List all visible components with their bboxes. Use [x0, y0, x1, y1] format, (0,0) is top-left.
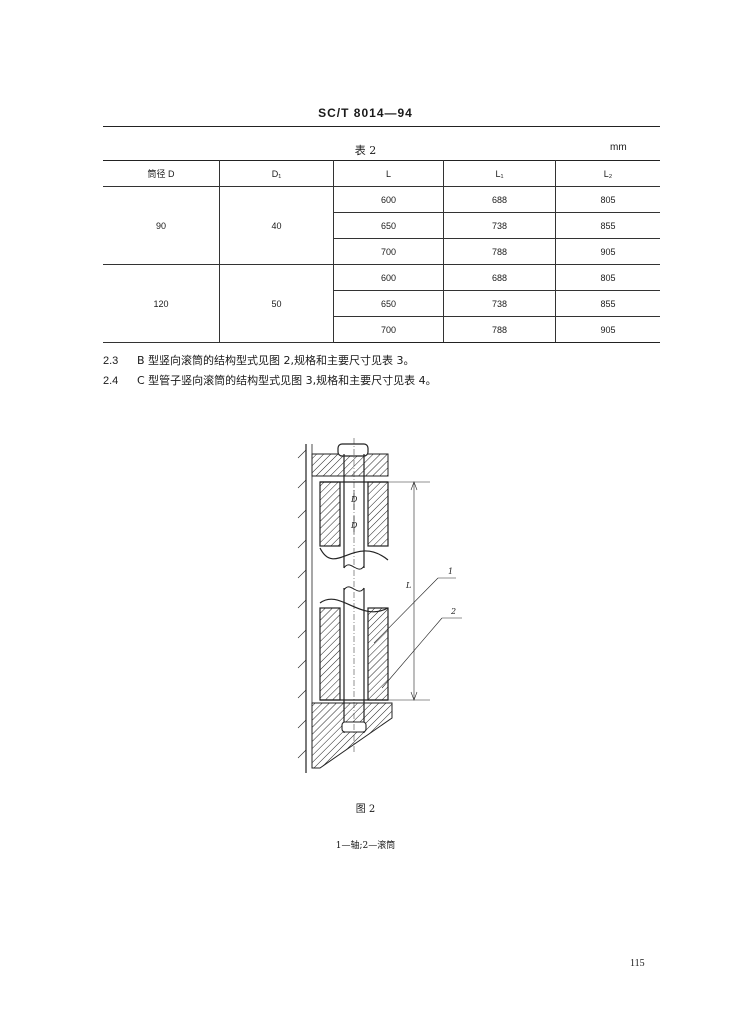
dim-label-length: L: [405, 581, 411, 590]
dimension-table: 筒径 D D₁ L L₁ L₂ 90 40 600 688 805 650 73…: [103, 160, 660, 343]
header-rule: [103, 126, 660, 127]
table-row: 90 40 600 688 805: [103, 186, 660, 265]
cell-l2: 905: [555, 316, 660, 343]
cell-d1: 50: [219, 264, 334, 343]
cell-l: 600: [333, 186, 444, 213]
bottom-bracket: [311, 702, 393, 769]
clause-text: B 型竖向滚筒的结构型式见图 2,规格和主要尺寸见表 3。: [137, 354, 415, 367]
wall: [297, 444, 313, 773]
cell-d: 120: [103, 264, 220, 343]
table-header-row: 筒径 D D₁ L L₁ L₂: [103, 160, 660, 187]
cell-l: 600: [333, 264, 444, 291]
cell-l2: 905: [555, 238, 660, 265]
clause-number: 2.4: [103, 375, 119, 387]
cell-l1: 688: [443, 186, 556, 213]
clause-text: C 型管子竖向滚筒的结构型式见图 3,规格和主要尺寸见表 4。: [137, 374, 437, 387]
callout-label-1: 1: [448, 567, 453, 576]
cell-l2: 855: [555, 212, 660, 239]
cell-l: 700: [333, 238, 444, 265]
table-title: 表 2: [354, 144, 377, 157]
upper-roller: [319, 481, 389, 561]
lower-roller: [319, 598, 389, 701]
standard-code-header: SC/T 8014—94: [318, 106, 413, 120]
col-header-l1: L₁: [443, 160, 556, 187]
cell-l1: 788: [443, 316, 556, 343]
dim-label-d2: D: [350, 521, 358, 530]
cell-l1: 738: [443, 212, 556, 239]
cell-l2: 805: [555, 264, 660, 291]
clause-2-3: 2.3 B 型竖向滚筒的结构型式见图 2,规格和主要尺寸见表 3。: [103, 352, 415, 368]
clause-2-4: 2.4 C 型管子竖向滚筒的结构型式见图 3,规格和主要尺寸见表 4。: [103, 372, 437, 388]
cell-l: 650: [333, 212, 444, 239]
table-row: 700 788 905: [103, 316, 660, 343]
cell-l2: 855: [555, 290, 660, 317]
col-header-l2: L₂: [555, 160, 660, 187]
top-bracket: [311, 453, 389, 477]
cell-l: 650: [333, 290, 444, 317]
cell-l2: 805: [555, 186, 660, 213]
dimension-lines: [353, 481, 462, 701]
col-header-d: 筒径 D: [103, 160, 220, 187]
shaft-head-top: [337, 443, 369, 457]
table-unit: mm: [610, 142, 627, 153]
callout-label-2: 2: [450, 607, 456, 616]
cell-l: 700: [333, 316, 444, 343]
cell-l1: 738: [443, 290, 556, 317]
col-header-l: L: [333, 160, 444, 187]
dim-label-d1: D: [350, 495, 358, 504]
table-row: 120 50 600 688 805: [103, 264, 660, 343]
cell-l1: 688: [443, 264, 556, 291]
cell-d: 90: [103, 186, 220, 265]
roller-drawing: D D L 1 2: [297, 438, 462, 773]
col-header-d1: D₁: [219, 160, 334, 187]
figure-caption: 图 2: [355, 804, 376, 815]
clause-number: 2.3: [103, 355, 119, 367]
cell-d1: 40: [219, 186, 334, 265]
page-number: 115: [630, 958, 645, 969]
cell-l1: 788: [443, 238, 556, 265]
figure-legend: 1—轴;2—滚筒: [335, 841, 396, 851]
